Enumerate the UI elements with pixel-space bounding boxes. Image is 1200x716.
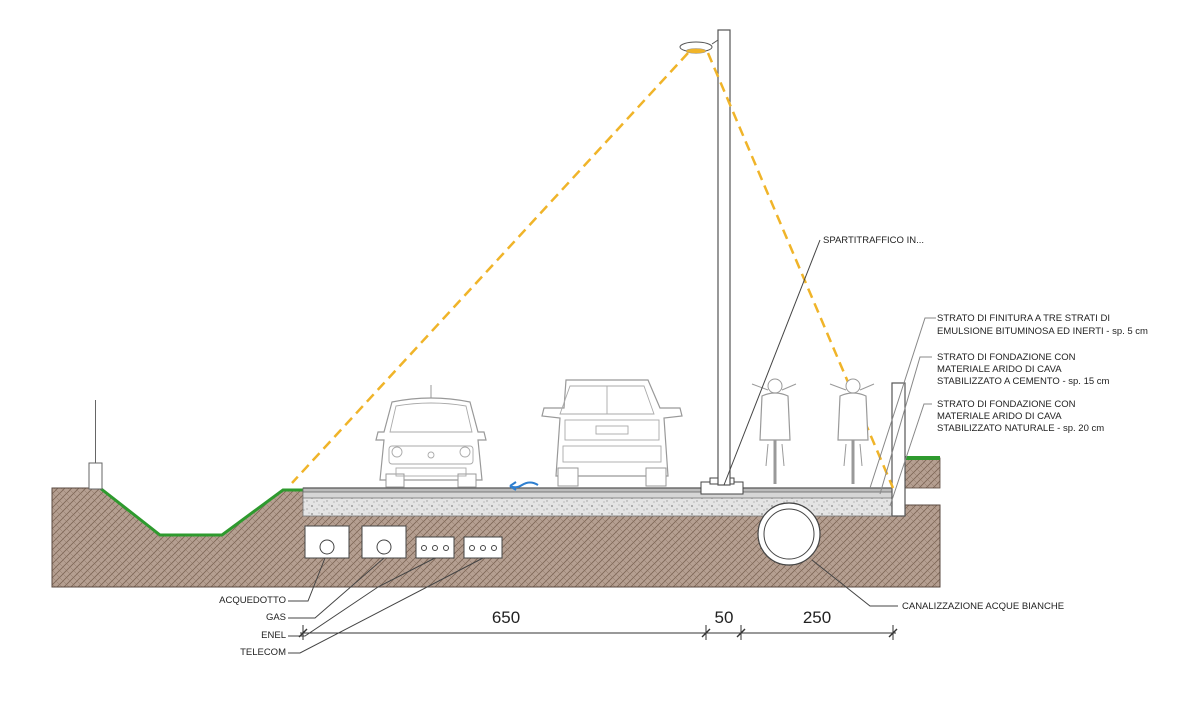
label-layer3-line1: STRATO DI FONDAZIONE CON [937, 399, 1076, 410]
soil-right-bank [904, 457, 941, 489]
label-gas: GAS [266, 612, 286, 623]
utility-telecom [463, 536, 503, 559]
suv-icon [541, 379, 683, 487]
leader-telecom [288, 557, 484, 654]
label-layer2-line2: MATERIALE ARIDO DI CAVA [937, 364, 1062, 375]
label-layer3-line3: STABILIZZATO NATURALE - sp. 20 cm [937, 423, 1104, 434]
leader-layer1 [869, 317, 936, 489]
label-acquedotto: ACQUEDOTTO [219, 595, 286, 606]
label-telecom: TELECOM [240, 647, 286, 658]
leader-layer3 [889, 403, 932, 507]
leader-layer2 [879, 356, 932, 495]
street-lamp-icon [679, 29, 731, 486]
label-canalizzazione: CANALIZZAZIONE ACQUE BIANCHE [902, 601, 1064, 612]
leader-gas [288, 557, 385, 619]
utility-enel [415, 536, 455, 559]
dimension-line [298, 625, 898, 640]
label-layer1-line1: STRATO DI FINITURA A TRE STRATI DI [937, 313, 1110, 324]
flow-arrow-icon [509, 481, 539, 491]
leader-canalizzazione [811, 559, 898, 607]
cyclist-icon [751, 378, 797, 484]
dimension-cycle-lane: 250 [803, 608, 831, 627]
curb-post [891, 382, 906, 517]
pipe-icon [757, 502, 821, 566]
utility-gas [361, 525, 407, 559]
leader-enel [288, 557, 436, 637]
layer-foundation-natural [302, 496, 906, 517]
grass-ditch [99, 486, 303, 537]
label-layer3-line2: MATERIALE ARIDO DI CAVA [937, 411, 1062, 422]
label-enel: ENEL [261, 630, 286, 641]
leader-acquedotto [288, 557, 326, 602]
utility-acquedotto [304, 525, 350, 559]
leader-spartitraffico [723, 239, 821, 486]
left-bollard [88, 462, 103, 490]
label-layer1-line2: EMULSIONE BITUMINOSA ED INERTI - sp. 5 c… [937, 326, 1148, 337]
light-beam-left [291, 52, 689, 484]
label-spartitraffico: SPARTITRAFFICO IN... [823, 235, 924, 246]
dimension-carriageway: 650 [492, 608, 520, 627]
label-layer2-line1: STRATO DI FONDAZIONE CON [937, 352, 1076, 363]
dimension-divider: 50 [715, 608, 734, 627]
cyclist-icon [829, 378, 875, 484]
label-layer2-line3: STABILIZZATO A CEMENTO - sp. 15 cm [937, 376, 1110, 387]
car-icon [375, 385, 487, 488]
